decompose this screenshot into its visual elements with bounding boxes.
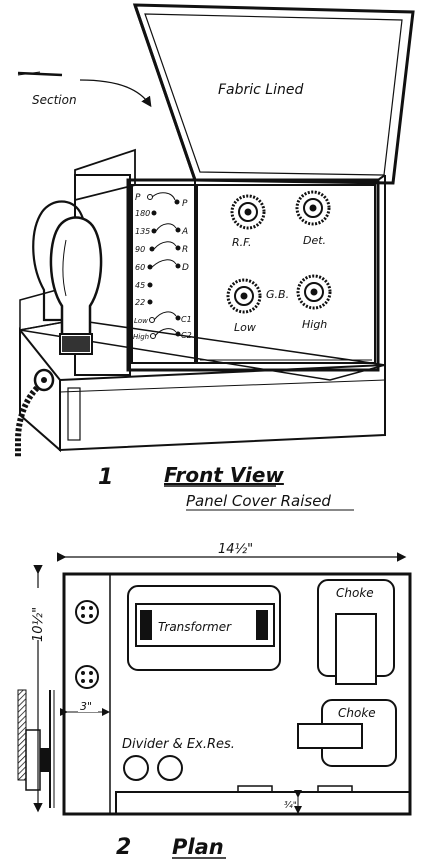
knob-det: Det. <box>295 190 331 247</box>
transformer: Transformer <box>127 585 281 671</box>
knob-label-det: Det. <box>303 234 326 247</box>
choke-label-2: Choke <box>338 706 376 720</box>
terminal-right-4: D <box>182 263 189 273</box>
knob-rf: R.F. <box>230 194 266 249</box>
terminal-label-3: 90 <box>135 245 145 254</box>
figure2-number: 2 <box>116 835 131 860</box>
figure1-number: 1 <box>98 465 113 490</box>
terminal-label-0: P <box>135 193 141 203</box>
valve-holder-1 <box>75 600 99 624</box>
knob-label-high: High <box>302 318 327 331</box>
choke-2: Choke <box>297 699 397 767</box>
terminal-right-3: R <box>182 245 188 255</box>
plan-caption: 2 Plan <box>116 835 226 860</box>
panel-lid: Fabric Lined <box>132 3 415 185</box>
terminal-right-2: A <box>181 227 188 237</box>
terminal-right-8: C2 <box>181 331 192 340</box>
width-dimension: 14½" <box>56 540 407 562</box>
power-cable <box>15 368 55 458</box>
knob-label-low: Low <box>234 321 256 334</box>
valve-front <box>49 216 103 355</box>
height-dimension: 10½" <box>24 564 46 813</box>
valve-holder-2 <box>75 665 99 689</box>
knob-gb-low: Low <box>226 278 262 334</box>
front-view-caption: 1 Front View Panel Cover Raised <box>98 463 354 511</box>
terminal-label-2: 135 <box>135 227 150 236</box>
divider-label: Divider & Ex.Res. <box>122 737 235 752</box>
terminal-label-6: 22 <box>135 298 145 307</box>
figure1-subtitle: Panel Cover Raised <box>186 492 331 510</box>
section-pointer: Section <box>17 71 152 108</box>
divider-resistors: Divider & Ex.Res. <box>122 737 235 781</box>
front-view-figure: Fabric Lined Section <box>15 3 415 511</box>
height-dim-label: 10½" <box>31 607 46 642</box>
terminal-label-5: 45 <box>135 281 145 290</box>
front-strip: ¾" <box>115 785 411 815</box>
terminal-strip: P P 180 135 A 90 R 60 D 45 22 <box>131 184 196 364</box>
terminal-right-7: C1 <box>181 315 192 324</box>
choke-label-1: Choke <box>336 586 374 600</box>
side-dim-label: 3" <box>80 700 92 713</box>
section-label: Section <box>32 93 77 107</box>
width-dim-label: 14½" <box>218 542 253 557</box>
control-panel: R.F. Det. Low High G.B. <box>196 184 376 364</box>
transformer-label: Transformer <box>158 620 232 634</box>
figure1-title: Front View <box>164 463 284 487</box>
knob-gb-high: High <box>296 274 332 331</box>
small-dim-label: ¾" <box>284 801 297 811</box>
terminal-right-1: P <box>182 199 188 209</box>
side-dimension: 3" <box>60 700 110 716</box>
plan-figure: 14½" 10½" 3" <box>17 540 412 860</box>
terminal-label-4: 60 <box>135 263 145 272</box>
gb-label: G.B. <box>266 288 289 301</box>
cabinet <box>74 148 386 376</box>
terminal-label-7: Low <box>134 317 148 325</box>
lid-label: Fabric Lined <box>218 82 303 98</box>
choke-1: Choke <box>317 579 395 685</box>
side-section <box>17 689 55 808</box>
baseboard <box>62 572 412 816</box>
terminal-label-1: 180 <box>135 209 150 218</box>
figure2-title: Plan <box>172 835 224 859</box>
terminal-label-8: High <box>133 333 149 341</box>
knob-label-rf: R.F. <box>232 236 252 249</box>
